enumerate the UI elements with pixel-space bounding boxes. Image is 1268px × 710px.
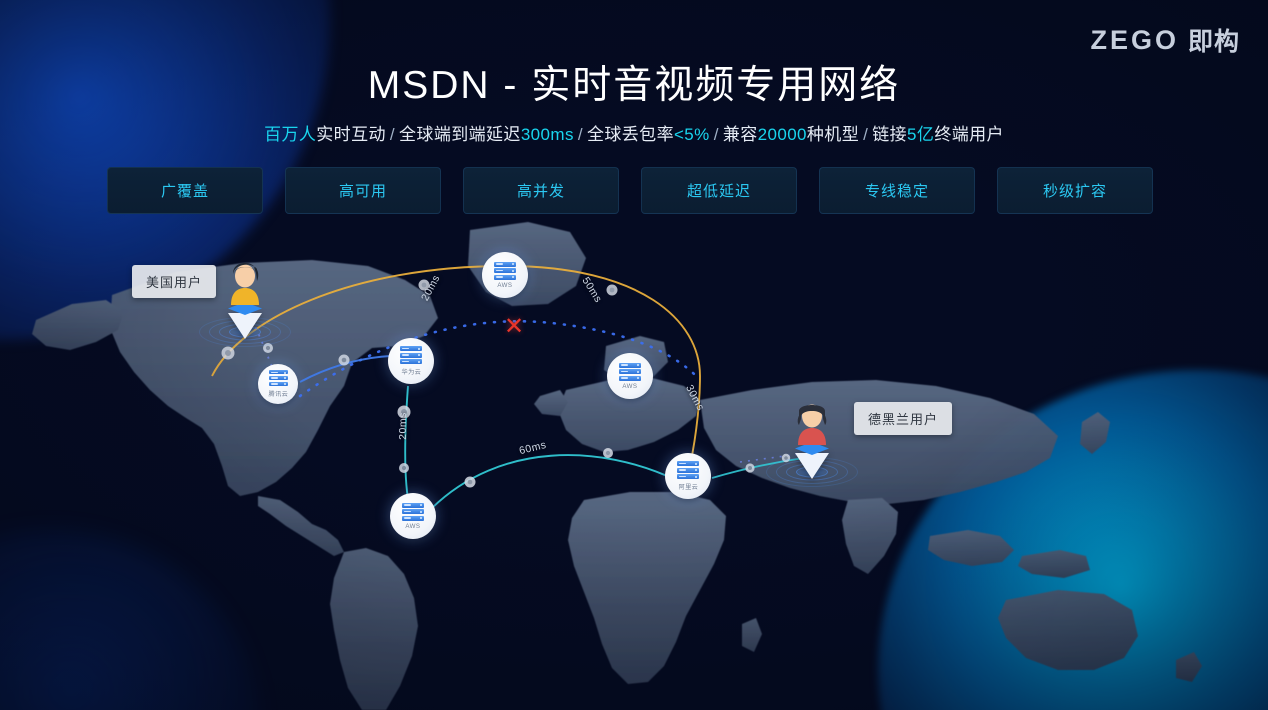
brand-name-en: ZEGO: [1090, 24, 1179, 55]
feature-chip-2[interactable]: 高可用: [285, 167, 441, 214]
node-label: 腾讯云: [268, 391, 288, 398]
node-label: AWS: [622, 382, 638, 390]
user-marker-tehran[interactable]: [752, 385, 872, 495]
node-huawei[interactable]: 华为云: [388, 338, 434, 384]
server-rack-icon: [402, 502, 424, 521]
subtitle-separator: /: [577, 125, 583, 144]
feature-chip-label: 超低延迟: [686, 183, 751, 200]
label-text: 美国用户: [146, 275, 203, 290]
node-aliyun[interactable]: 阿里云: [665, 453, 711, 499]
blocked-route-icon: ✕: [504, 313, 525, 340]
feature-chip-label: 秒级扩容: [1042, 183, 1107, 200]
subtitle-separator: /: [863, 125, 869, 144]
subtitle-segment: 百万人: [264, 125, 317, 144]
node-aws-eu[interactable]: AWS: [607, 353, 653, 399]
avatar-us-user: [231, 263, 259, 305]
server-rack-icon: [494, 261, 516, 280]
subtitle-segment: 20000: [757, 125, 807, 144]
server-rack-icon: [268, 369, 288, 387]
subtitle-segment: 链接: [872, 125, 908, 144]
node-label: AWS: [405, 522, 421, 530]
subtitle-segment: 5亿: [907, 125, 935, 144]
feature-chip-5[interactable]: 专线稳定: [819, 167, 975, 214]
label-us-user: 美国用户: [132, 265, 217, 298]
subtitle-segment: 全球丢包率: [586, 125, 674, 144]
subtitle-segment: 终端用户: [934, 125, 1004, 144]
user-marker-us[interactable]: [185, 245, 305, 355]
brand-name-cn: 即构: [1187, 28, 1240, 56]
feature-chip-3[interactable]: 高并发: [463, 167, 619, 214]
latency-label-west-20ms: 20ms: [396, 412, 409, 440]
server-rack-icon: [619, 362, 641, 381]
node-label: 阿里云: [678, 484, 698, 491]
map-pin: [228, 313, 262, 339]
server-rack-icon: [400, 346, 422, 364]
subtitle-segment: 300ms: [520, 125, 574, 144]
node-tencent[interactable]: 腾讯云: [258, 364, 298, 404]
node-label: AWS: [497, 281, 513, 289]
subtitle-segment: 兼容: [722, 125, 758, 144]
node-aws-sa[interactable]: AWS: [390, 493, 436, 539]
label-text: 德黑兰用户: [868, 412, 939, 427]
map-pin-top: [228, 302, 262, 315]
subtitle-separator: /: [389, 125, 396, 144]
map-pin: [795, 453, 829, 479]
brand-logo: ZEGO 即构: [1090, 22, 1240, 58]
subtitle-segment: 实时互动: [316, 125, 386, 144]
map-pin-top: [795, 442, 829, 455]
feature-chip-label: 高可用: [338, 183, 387, 200]
subtitle-segment: <5%: [673, 125, 710, 144]
feature-chip-list: 广覆盖 高可用 高并发 超低延迟 专线稳定 秒级扩容: [107, 167, 1153, 214]
node-label: 华为云: [401, 369, 421, 376]
node-aws-na[interactable]: AWS: [482, 252, 528, 298]
label-tehran-user: 德黑兰用户: [854, 402, 953, 435]
feature-chip-1[interactable]: 广覆盖: [107, 167, 263, 214]
avatar-tehran-user: [797, 404, 827, 445]
feature-chip-label: 广覆盖: [160, 183, 209, 200]
subtitle-segment: 全球端到端延迟: [399, 125, 521, 144]
feature-chip-label: 专线稳定: [864, 183, 929, 200]
feature-chip-6[interactable]: 秒级扩容: [997, 167, 1153, 214]
page-subtitle: 百万人实时互动/全球端到端延迟300ms/全球丢包率<5%/兼容20000种机型…: [0, 120, 1268, 145]
feature-chip-4[interactable]: 超低延迟: [641, 167, 797, 214]
subtitle-separator: /: [713, 125, 719, 144]
page-title: MSDN - 实时音视频专用网络: [367, 64, 901, 107]
server-rack-icon: [677, 461, 699, 479]
feature-chip-label: 高并发: [516, 183, 565, 200]
subtitle-segment: 种机型: [806, 125, 860, 144]
